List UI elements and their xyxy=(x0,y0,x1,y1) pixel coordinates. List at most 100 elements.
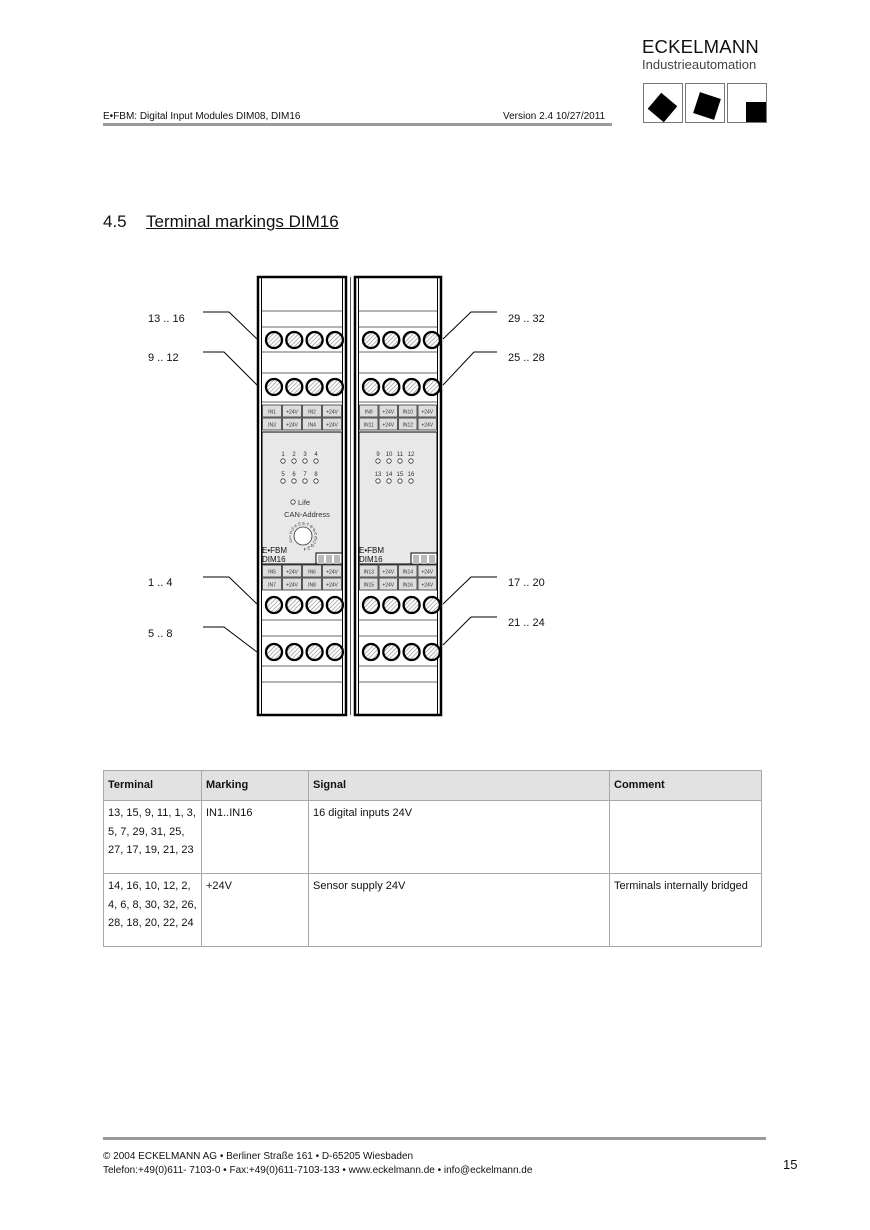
marking-label: +24V xyxy=(326,569,338,575)
marking-cell xyxy=(359,417,379,431)
table-header-row: Terminal Marking Signal Comment xyxy=(103,770,762,801)
module-name: E•FBM xyxy=(262,546,287,555)
led-indicator-icon xyxy=(280,478,286,484)
marking-cell xyxy=(322,564,342,578)
marking-label: +24V xyxy=(382,569,394,575)
marking-cell xyxy=(282,577,302,591)
terminal-screw-icon xyxy=(325,642,345,662)
terminal-screw-icon xyxy=(382,595,401,615)
marking-label: IN5 xyxy=(268,569,276,575)
led-indicator-icon xyxy=(408,458,414,464)
led-number: 1 xyxy=(281,452,285,458)
dial-char: 5 xyxy=(298,522,301,527)
terminal-screw-icon xyxy=(264,377,284,397)
terminal-screw-icon xyxy=(285,595,304,615)
led-number: 13 xyxy=(375,472,382,478)
terminal-screw-icon xyxy=(361,377,381,397)
column-header-terminal: Terminal xyxy=(103,770,202,801)
led-indicator-icon xyxy=(313,458,319,464)
dial-char: 4 xyxy=(294,523,297,528)
marking-label: +24V xyxy=(382,582,394,588)
terminal-screw-icon xyxy=(305,377,324,397)
front-panel xyxy=(358,431,438,565)
led-number: 15 xyxy=(397,472,404,478)
marking-label: IN12 xyxy=(402,422,413,428)
terminal-screw-icon xyxy=(422,642,442,662)
terminal-screw-icon xyxy=(422,595,442,615)
dial-char: B xyxy=(314,535,317,540)
cell-marking: +24V xyxy=(201,873,309,947)
led-indicator-icon xyxy=(291,458,297,464)
led-number: 11 xyxy=(397,452,404,458)
connector-pin xyxy=(318,555,324,564)
marking-label: IN15 xyxy=(363,582,374,588)
led-indicator-icon xyxy=(302,458,308,464)
marking-label: +24V xyxy=(286,582,298,588)
marking-cell xyxy=(282,404,302,418)
terminal-screw-icon xyxy=(402,330,421,350)
section-title: Terminal markings DIM16 xyxy=(146,212,339,231)
led-indicator-icon xyxy=(291,478,297,484)
cell-signal: 16 digital inputs 24V xyxy=(308,800,610,874)
marking-cell xyxy=(378,577,398,591)
cell-comment: Terminals internally bridged xyxy=(609,873,762,947)
logo-square-1-icon xyxy=(643,83,683,123)
can-address-label: CAN-Address xyxy=(284,510,330,519)
module-type: DIM16 xyxy=(262,555,286,564)
led-number: 14 xyxy=(386,472,393,478)
marking-cell xyxy=(262,564,282,578)
terminal-screw-icon xyxy=(361,330,381,350)
led-indicator-icon xyxy=(397,478,403,484)
terminal-screw-icon xyxy=(264,642,284,662)
leader-lines xyxy=(203,311,497,653)
module-type: DIM16 xyxy=(359,555,383,564)
cell-comment xyxy=(609,800,762,874)
marking-cell xyxy=(282,417,302,431)
terminal-label-17-20: 17 .. 20 xyxy=(508,577,545,589)
section-number: 4.5 xyxy=(103,212,127,231)
marking-label: +24V xyxy=(421,409,433,415)
terminal-label-1-4: 1 .. 4 xyxy=(148,577,172,589)
column-header-marking: Marking xyxy=(201,770,309,801)
marking-label: +24V xyxy=(286,569,298,575)
dial-char: 9 xyxy=(313,527,316,532)
marking-label: +24V xyxy=(326,582,338,588)
terminal-screw-icon xyxy=(325,595,345,615)
led-number: 5 xyxy=(281,472,285,478)
page-number: 15 xyxy=(783,1157,798,1172)
led-number: 9 xyxy=(376,452,380,458)
dial-char: 2 xyxy=(289,530,292,535)
led-number: 16 xyxy=(408,472,415,478)
footer-rule xyxy=(103,1137,766,1140)
led-indicator-icon xyxy=(280,458,286,464)
column-header-comment: Comment xyxy=(609,770,762,801)
terminal-screw-icon xyxy=(382,642,401,662)
terminal-label-9-12: 9 .. 12 xyxy=(148,352,179,364)
dial-char: 1 xyxy=(289,534,292,539)
marking-label: IN4 xyxy=(308,422,316,428)
cell-terminal: 13, 15, 9, 11, 1, 3, 5, 7, 29, 31, 25, 2… xyxy=(103,800,202,874)
document-version: Version 2.4 10/27/2011 xyxy=(503,111,606,122)
module-name: E•FBM xyxy=(359,546,384,555)
terminal-screw-icon xyxy=(285,642,304,662)
marking-cell xyxy=(359,404,379,418)
marking-cell xyxy=(398,577,418,591)
terminal-screw-icon xyxy=(361,595,381,615)
led-number: 6 xyxy=(292,472,296,478)
table-row: 13, 15, 9, 11, 1, 3, 5, 7, 29, 31, 25, 2… xyxy=(103,800,762,874)
led-indicator-icon xyxy=(302,478,308,484)
dial-char: 0 xyxy=(290,538,293,543)
dial-char: A xyxy=(314,531,317,536)
footer-contact: Telefon:+49(0)611- 7103-0 • Fax:+49(0)61… xyxy=(103,1165,533,1176)
dial-char: 6 xyxy=(302,521,305,526)
cell-marking: IN1..IN16 xyxy=(201,800,309,874)
marking-label: +24V xyxy=(286,422,298,428)
table-row: 14, 16, 10, 12, 2, 4, 6, 8, 30, 32, 26, … xyxy=(103,873,762,947)
terminal-screw-icon xyxy=(382,377,401,397)
marking-cell xyxy=(322,404,342,418)
marking-label: IN6 xyxy=(308,569,316,575)
terminal-screw-icon xyxy=(264,330,284,350)
